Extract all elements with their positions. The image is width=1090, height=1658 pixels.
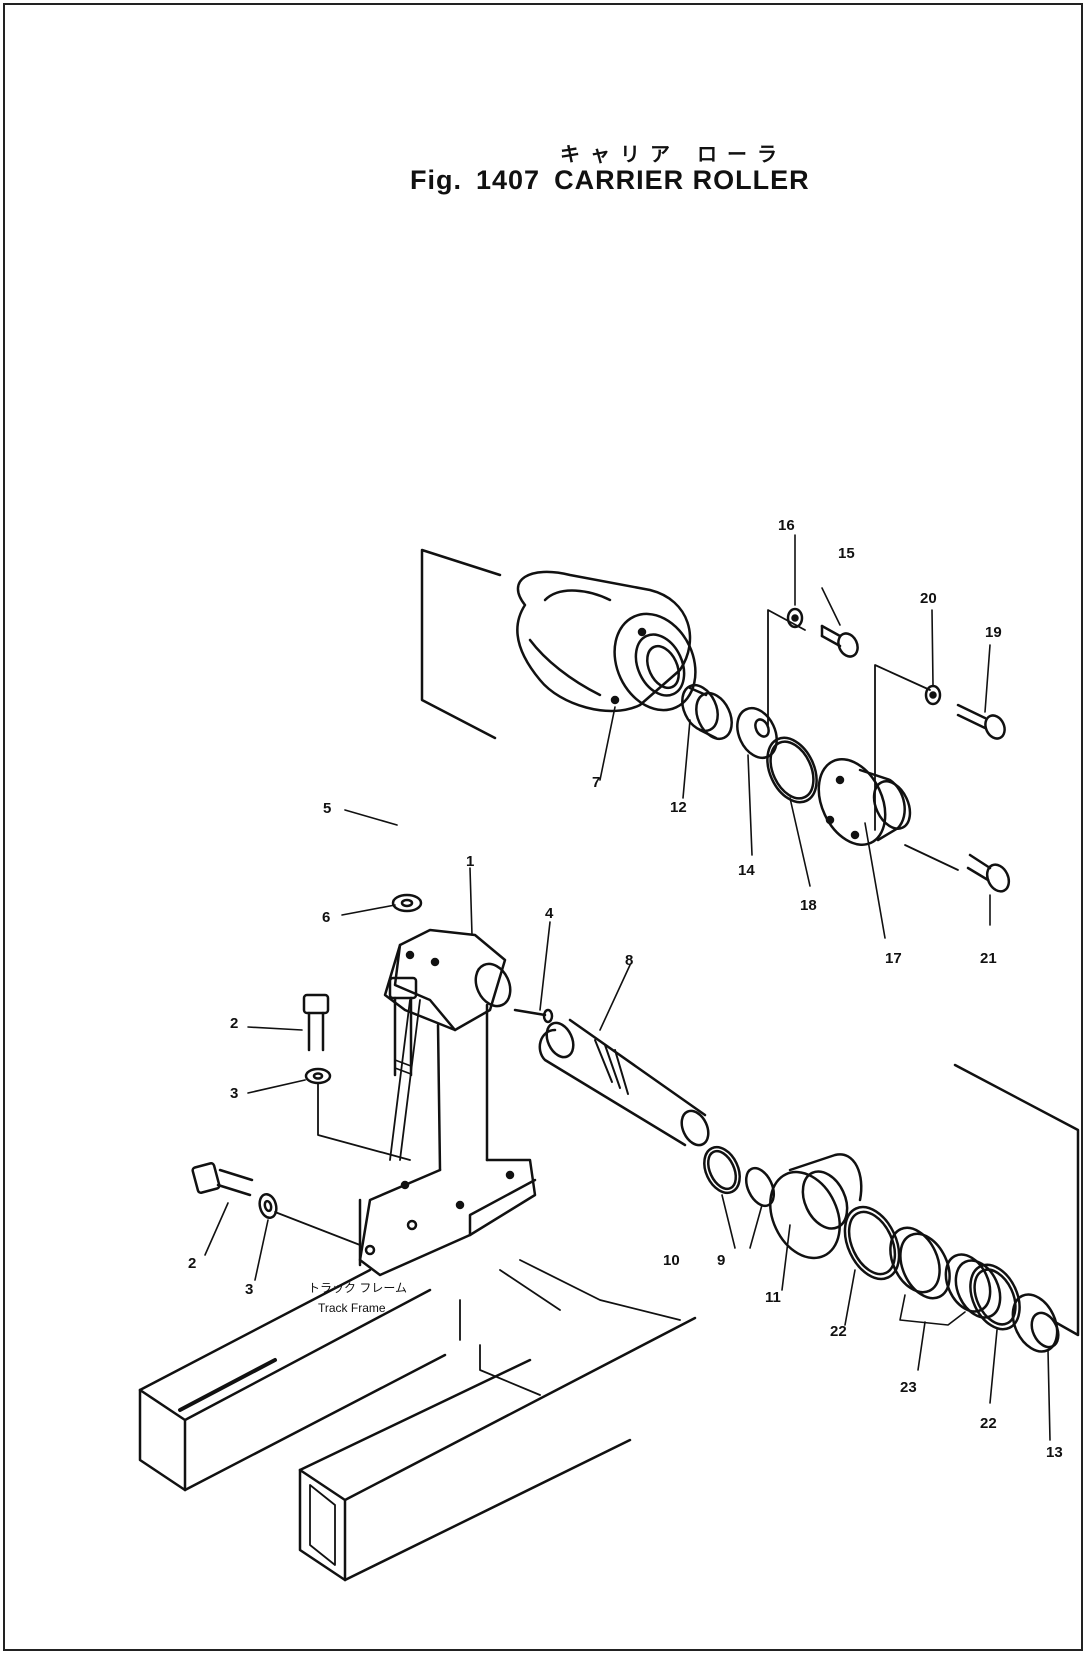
callout-3-lower: 3 — [245, 1281, 253, 1298]
callout-21: 21 — [980, 950, 997, 967]
callout-6: 6 — [322, 909, 330, 926]
callout-2-upper: 2 — [230, 1015, 238, 1032]
fig-number: 1407 — [476, 165, 541, 195]
callout-22-right: 22 — [980, 1415, 997, 1432]
lower-section-plane — [953, 1063, 1080, 1337]
figure-title-japanese: キャリア ローラ — [560, 142, 787, 166]
figure-title: Fig. 1407 CARRIER ROLLER — [410, 165, 824, 196]
bracket-reference-lines — [274, 1082, 411, 1246]
floating-seal — [889, 1226, 1002, 1319]
track-frame-label-jp: トラック フレーム — [308, 1281, 407, 1295]
callout-7: 7 — [592, 774, 600, 791]
callout-18: 18 — [800, 897, 817, 914]
callout-23: 23 — [900, 1379, 917, 1396]
pin-4 — [513, 1008, 554, 1024]
callout-22-left: 22 — [830, 1323, 847, 1340]
callout-14: 14 — [738, 862, 755, 879]
callout-15: 15 — [838, 545, 855, 562]
page-border — [3, 3, 1083, 1651]
callout-12: 12 — [670, 799, 687, 816]
callout-3-upper: 3 — [230, 1085, 238, 1102]
washer-16 — [786, 607, 804, 629]
seal-holder — [769, 1153, 863, 1260]
bolt-2-upper — [302, 993, 330, 1052]
washer-3-upper — [304, 1067, 332, 1085]
o-ring-upper — [766, 736, 818, 804]
thrust-washer — [736, 706, 778, 760]
o-ring-22-left — [843, 1205, 901, 1281]
upper-section-plane — [420, 548, 502, 740]
washer-3-lower — [258, 1192, 278, 1220]
callout-10: 10 — [663, 1252, 680, 1269]
fig-label: Fig. — [410, 165, 462, 195]
bolt-19 — [956, 703, 1006, 740]
callout-11: 11 — [765, 1289, 781, 1306]
callout-8: 8 — [625, 952, 633, 969]
callout-leaders — [204, 534, 1051, 1441]
callout-1: 1 — [466, 853, 474, 870]
washer-20 — [924, 684, 942, 706]
bolt-5 — [388, 976, 418, 1077]
track-frame — [138, 1259, 697, 1582]
fig-title-text: CARRIER ROLLER — [554, 165, 810, 195]
callout-20: 20 — [920, 590, 937, 607]
bushing — [681, 683, 733, 741]
callout-19: 19 — [985, 624, 1002, 641]
callout-17: 17 — [885, 950, 902, 967]
callout-16: 16 — [778, 517, 795, 534]
track-frame-label-en: Track Frame — [318, 1301, 386, 1315]
washer-6 — [391, 893, 423, 913]
callout-4: 4 — [545, 905, 554, 922]
upper-reference-lines — [767, 609, 959, 871]
bolt-15 — [820, 624, 859, 658]
cover-cap — [817, 758, 912, 846]
callout-2-lower: 2 — [188, 1255, 196, 1272]
snap-ring — [703, 1145, 741, 1195]
bracket — [358, 928, 537, 1277]
callout-9: 9 — [717, 1252, 725, 1269]
o-ring-22-right — [969, 1263, 1021, 1331]
plug-21 — [966, 853, 1011, 893]
roller-body — [516, 570, 697, 713]
o-ring-9 — [744, 1166, 776, 1208]
callout-5: 5 — [323, 800, 331, 817]
bolt-2-lower — [191, 1162, 254, 1197]
shaft — [538, 1018, 710, 1147]
callout-13: 13 — [1046, 1444, 1063, 1461]
